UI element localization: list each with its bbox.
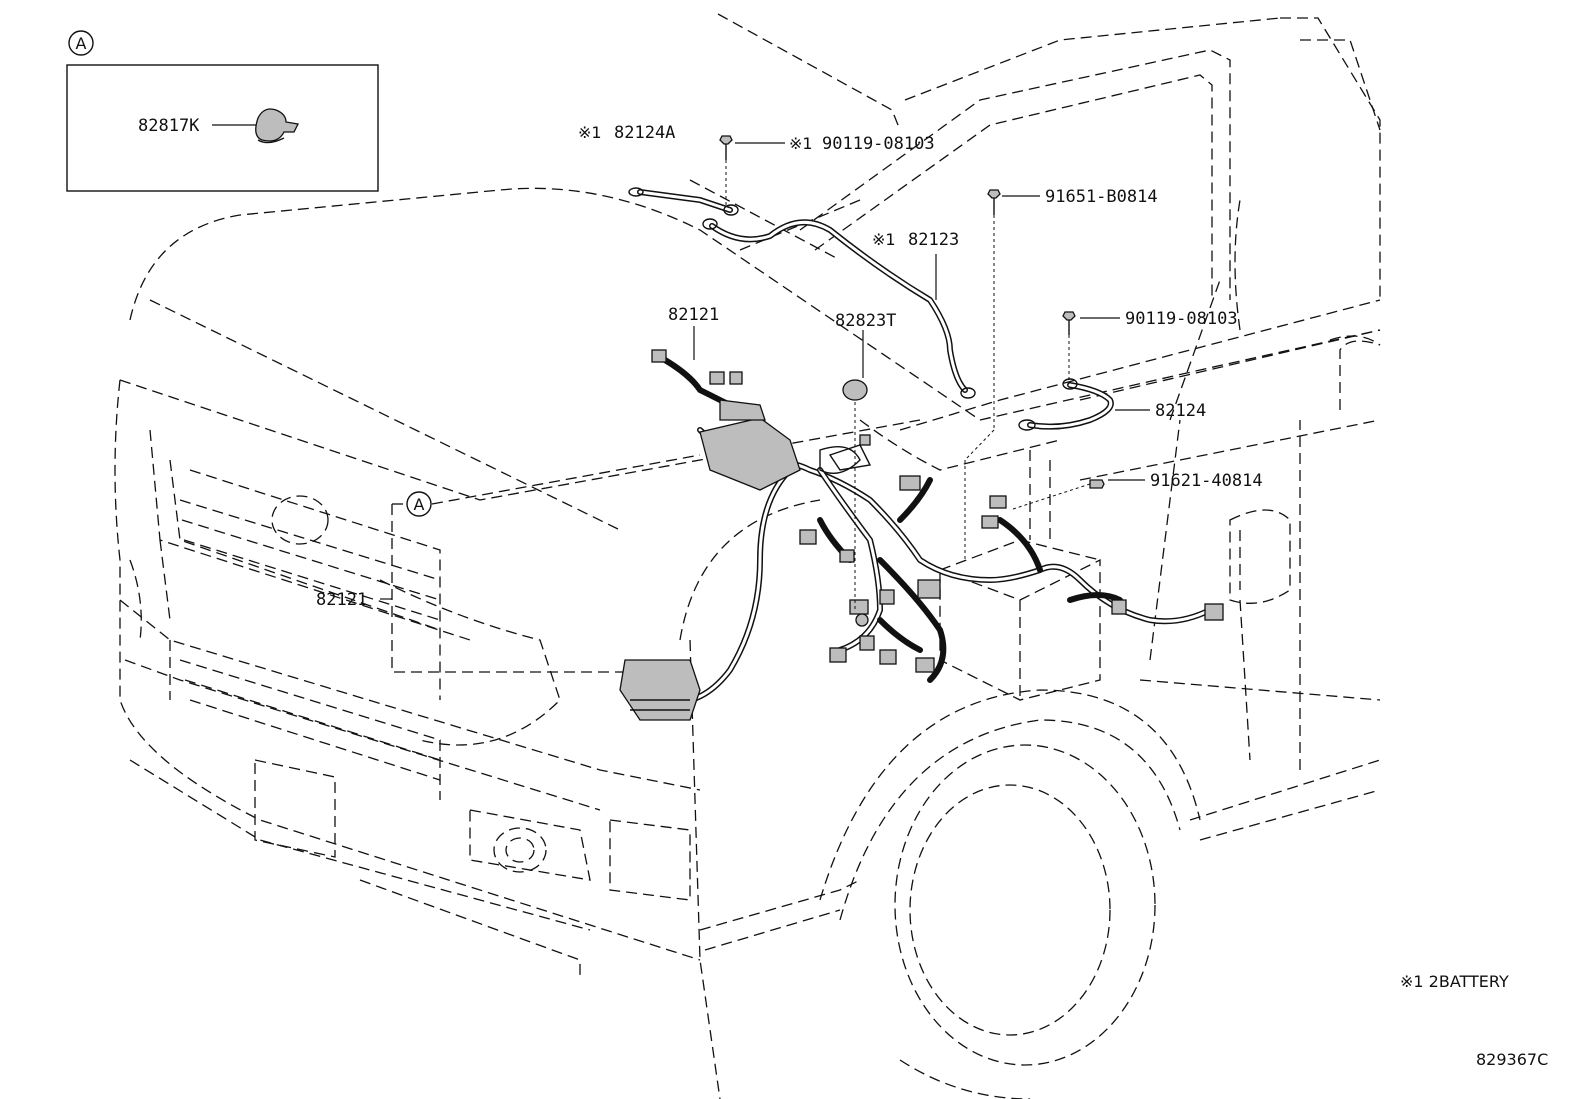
clamp-82823T-icon	[842, 379, 868, 401]
detail-a-callout: A	[391, 454, 701, 673]
label-82121-left: 82121	[316, 590, 367, 610]
diagram-id: 829367C	[1476, 1050, 1548, 1069]
footnote: ※1 2BATTERY	[1400, 972, 1509, 991]
detail-a-inset: A 82817K	[66, 30, 379, 192]
label-82124: 82124	[1155, 401, 1206, 421]
note-mark-82124A: ※1	[578, 123, 602, 142]
headlamp-connector-icon	[619, 659, 701, 721]
bolt-91621-40814-icon	[1089, 479, 1105, 489]
label-90119-08103-right: 90119-08103	[1125, 309, 1238, 329]
label-82823T: 82823T	[835, 311, 896, 331]
label-82121-top: 82121	[668, 305, 719, 325]
clip-82817K-icon	[255, 108, 299, 142]
detail-a-marker: A	[76, 34, 87, 53]
bolt-90119-08103-right-icon	[1062, 311, 1076, 321]
wiring-harness	[619, 187, 1224, 721]
bolts	[719, 135, 1105, 610]
label-91621-40814: 91621-40814	[1150, 471, 1263, 491]
label-91651-B0814: 91651-B0814	[1045, 187, 1158, 207]
label-82123: 82123	[908, 230, 959, 250]
detail-a-callout-marker: A	[414, 495, 425, 514]
label-90119-08103-top: 90119-08103	[822, 134, 935, 154]
note-mark-82123: ※1	[872, 230, 896, 249]
label-82124A: 82124A	[614, 123, 675, 143]
bolt-90119-08103-top-icon	[719, 135, 733, 145]
note-mark-90119-08103: ※1	[789, 134, 813, 153]
vehicle-body-outline	[114, 13, 1381, 1099]
label-82817K: 82817K	[138, 116, 200, 136]
leader-lines	[380, 142, 1150, 600]
bolt-91651-B0814-icon	[987, 189, 1001, 199]
